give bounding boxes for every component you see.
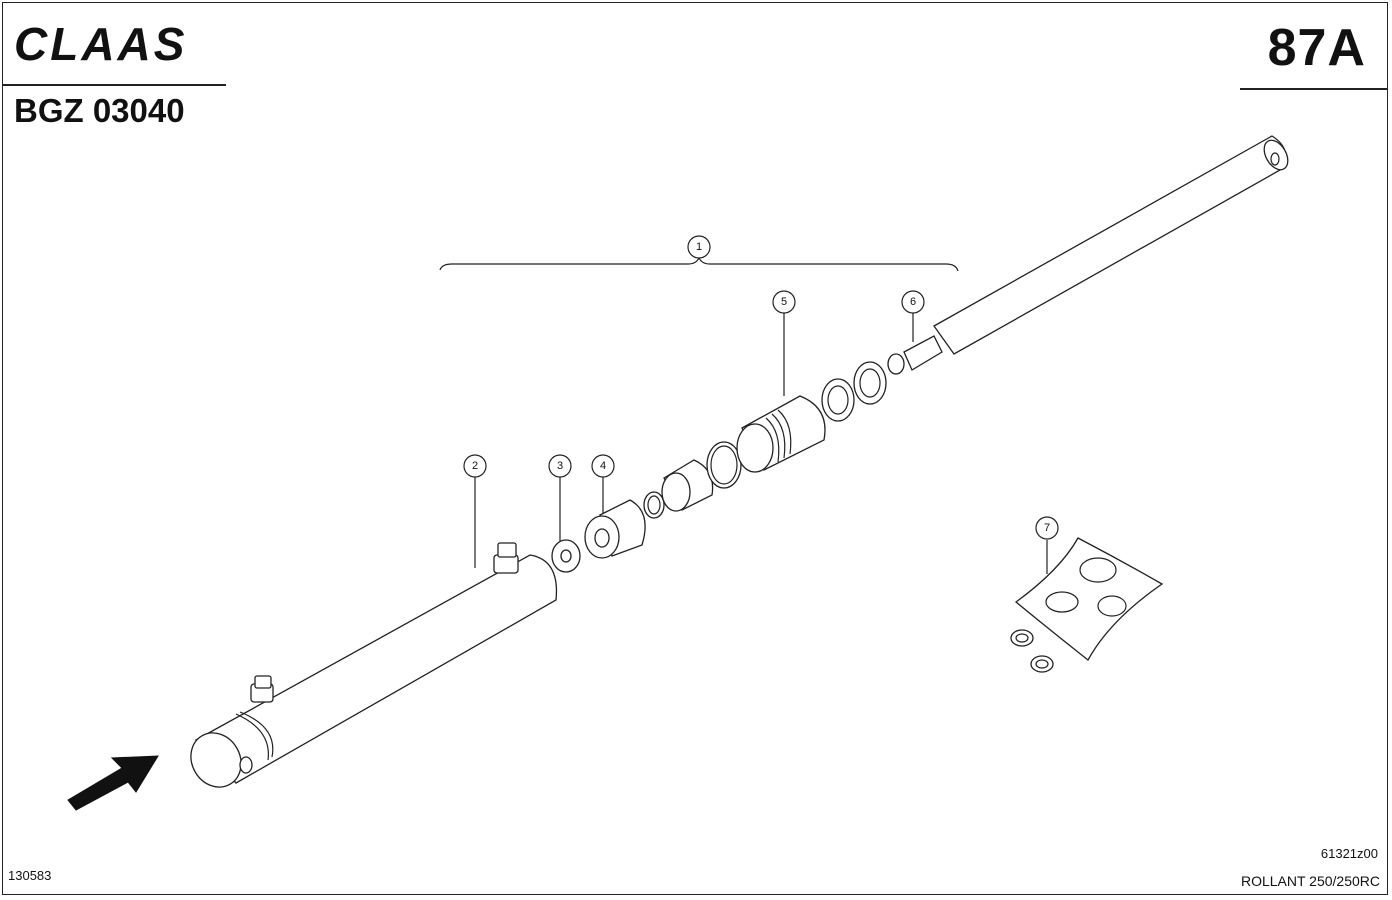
o-ring [706, 441, 742, 489]
callout-7: 7 [1035, 516, 1059, 540]
doc-code: BGZ 03040 [14, 92, 185, 129]
cylinder-barrel [190, 542, 558, 788]
footer-code: 130583 [8, 868, 52, 883]
header-rule-left [2, 84, 226, 86]
callout-2: 2 [463, 454, 487, 478]
callout-1: 1 [687, 235, 711, 259]
page-number: 87A [1267, 19, 1366, 77]
callout-5: 5 [772, 290, 796, 314]
svg-text:1: 1 [696, 241, 702, 253]
svg-text:6: 6 [910, 296, 916, 308]
wiper-ring-2 [853, 361, 887, 405]
assembly-bracket [439, 256, 959, 272]
svg-text:2: 2 [472, 460, 478, 472]
callout-3: 3 [548, 454, 572, 478]
svg-text:7: 7 [1044, 522, 1050, 534]
callout-4: 4 [591, 454, 615, 478]
logo-text: CLAAS [14, 20, 187, 66]
svg-text:5: 5 [781, 296, 787, 308]
svg-text:3: 3 [557, 460, 563, 472]
piston [584, 499, 646, 559]
wiper-ring-1 [821, 378, 855, 422]
seal-ring-small [643, 491, 665, 519]
direction-arrow [67, 755, 159, 811]
piston-rod [887, 135, 1289, 375]
svg-text:4: 4 [600, 460, 606, 472]
footer-model: ROLLANT 250/250RC [1240, 873, 1380, 889]
claas-logo: CLAAS [14, 20, 187, 66]
drawing-ref: 61321z00 [1320, 846, 1378, 861]
guide-bushing [661, 459, 714, 512]
cylinder-head [736, 395, 826, 473]
callout-6: 6 [901, 290, 925, 314]
header-rule-right [1240, 88, 1388, 90]
hex-nut [551, 539, 581, 573]
seal-kit-bag [1010, 537, 1164, 673]
